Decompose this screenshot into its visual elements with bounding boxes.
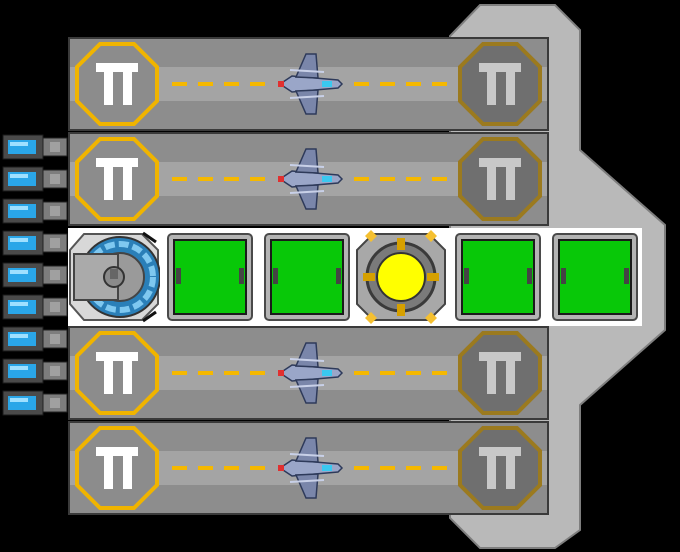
landing-bay[interactable] (68, 326, 549, 420)
thruster-icon (2, 260, 68, 290)
fighter-icon[interactable] (278, 342, 344, 404)
cargo-container-icon (167, 233, 253, 321)
thruster-icon (2, 356, 68, 386)
thruster-icon (2, 324, 68, 354)
launch-pad-active[interactable] (75, 137, 159, 221)
launch-pad-active[interactable] (75, 331, 159, 415)
runway-markings (172, 177, 447, 181)
landing-bay[interactable] (68, 421, 549, 515)
launch-pad-inactive[interactable] (458, 331, 542, 415)
fighter-icon[interactable] (278, 437, 344, 499)
thruster-bank (2, 132, 68, 420)
landing-bay[interactable] (68, 132, 549, 226)
launch-pad-inactive[interactable] (458, 137, 542, 221)
runway-markings (172, 82, 447, 86)
runway-markings (172, 371, 447, 375)
cargo-container-icon (455, 233, 541, 321)
reactor-core-icon (356, 230, 446, 324)
cargo-module[interactable] (452, 228, 544, 326)
launch-pad-active[interactable] (75, 42, 159, 126)
thruster-icon (2, 164, 68, 194)
thruster-icon (2, 132, 68, 162)
thruster-icon (2, 292, 68, 322)
thruster-icon (2, 196, 68, 226)
fighter-icon[interactable] (278, 148, 344, 210)
shield-generator-icon (69, 231, 160, 323)
reactor-module[interactable] (355, 228, 447, 326)
launch-pad-inactive[interactable] (458, 426, 542, 510)
thruster-icon (2, 228, 68, 258)
cargo-container-icon (552, 233, 638, 321)
shield-generator-module[interactable] (68, 228, 160, 326)
cargo-module[interactable] (261, 228, 353, 326)
launch-pad-inactive[interactable] (458, 42, 542, 126)
landing-bay[interactable] (68, 37, 549, 131)
cargo-container-icon (264, 233, 350, 321)
cargo-module[interactable] (549, 228, 641, 326)
core-module-row (68, 228, 642, 326)
launch-pad-active[interactable] (75, 426, 159, 510)
runway-markings (172, 466, 447, 470)
cargo-module[interactable] (164, 228, 256, 326)
thruster-icon (2, 388, 68, 418)
fighter-icon[interactable] (278, 53, 344, 115)
